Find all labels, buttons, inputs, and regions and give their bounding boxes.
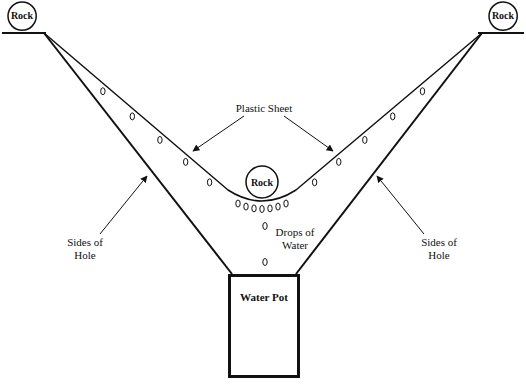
water-drop [284,200,288,207]
sheet-label: Plastic Sheet [226,102,302,115]
drops-label: Drops of Water [272,226,318,252]
water-drop [130,113,134,120]
water-drop [236,200,240,207]
side-label: Sides of Hole [60,236,110,262]
hole-side [296,33,482,274]
hole-side [44,33,232,274]
node-label: Rock [11,10,33,21]
leader-arrow [100,176,147,234]
water-drops [101,88,425,266]
water-drop [276,203,280,210]
water-drop [263,259,267,266]
ground-line [478,32,524,34]
node-label: Water Pot [237,291,291,303]
rock-circle: Rock [488,1,518,31]
leader-arrow [377,176,424,234]
water-drop [337,158,341,165]
water-drop [420,88,424,95]
water-drop [268,205,272,212]
node-label: Rock [251,177,273,188]
leader-arrow [193,116,244,151]
side-label: Sides of Hole [414,236,464,262]
water-pot-box: Water Pot [228,274,300,378]
water-drop [244,203,248,210]
plastic-sheet [44,33,482,201]
water-drop [391,113,395,120]
rock-circle: Rock [7,1,37,31]
water-drop [260,206,264,213]
leader-arrow [284,116,333,151]
water-drop [207,179,211,186]
water-drop [183,158,187,165]
node-label: Rock [492,10,514,21]
rock-circle: Rock [245,165,279,199]
water-drop [158,136,162,143]
water-drop [263,223,267,230]
ground-line [2,32,46,34]
water-drop [312,179,316,186]
water-drop [101,88,105,95]
water-drop [252,205,256,212]
water-drop [363,136,367,143]
